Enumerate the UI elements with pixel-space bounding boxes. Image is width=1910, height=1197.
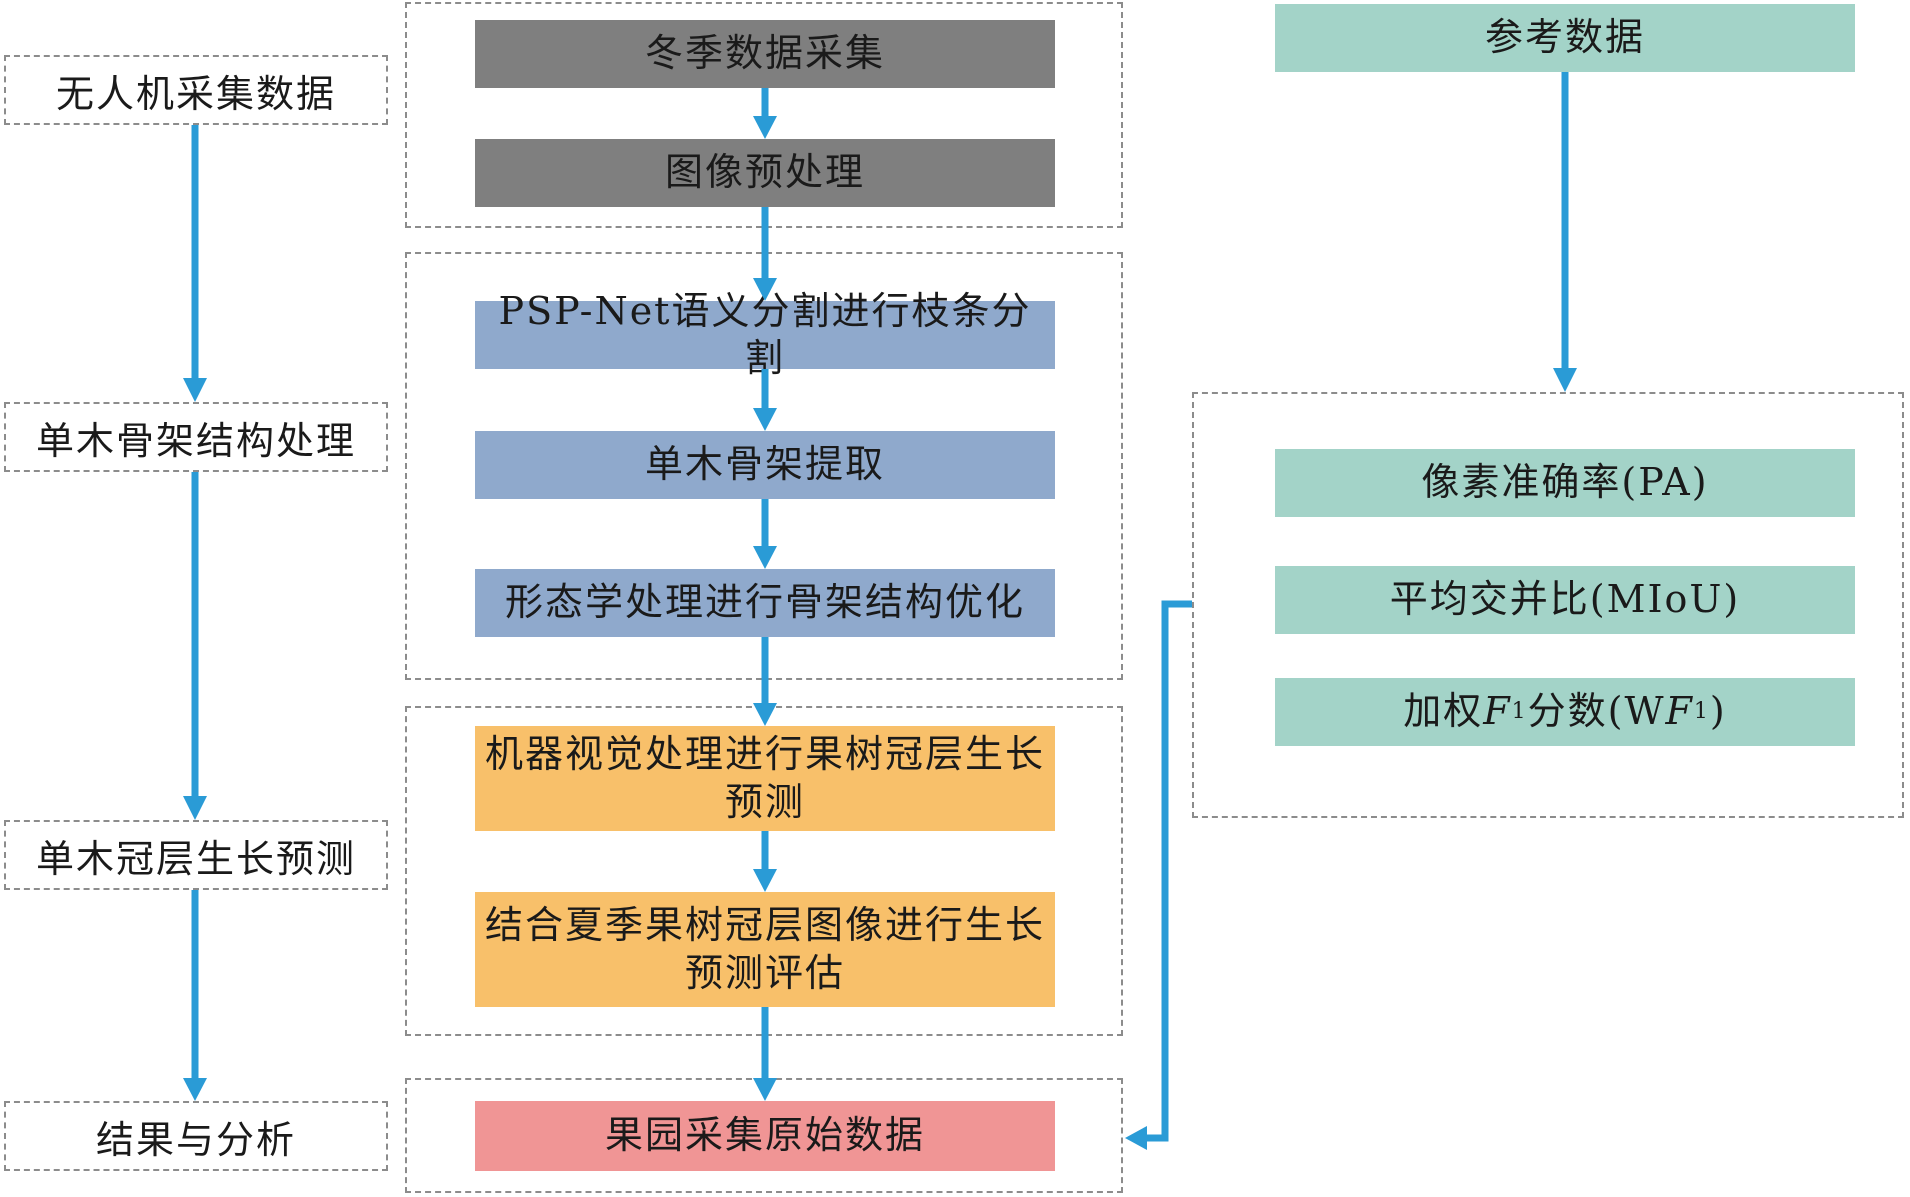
pa-box: 像素准确率(PA) xyxy=(1275,449,1855,517)
skeleton-extract-box: 单木骨架提取 xyxy=(475,431,1055,499)
wf1-mid: 分数(W xyxy=(1527,689,1666,734)
vision-predict-line1: 机器视觉处理进行果树冠层生长 xyxy=(485,732,1046,776)
winter-collect-box: 冬季数据采集 xyxy=(475,20,1055,88)
wf1-suffix: ) xyxy=(1709,689,1727,734)
vision-predict-box: 机器视觉处理进行果树冠层生长 预测 xyxy=(475,726,1055,831)
summer-eval-line2: 预测评估 xyxy=(684,950,845,995)
wf1-f: F xyxy=(1483,689,1512,734)
arrow-metrics-to-orchard xyxy=(1145,600,1192,1142)
stage-skeleton-label: 单木骨架结构处理 xyxy=(4,402,388,472)
morphology-box: 形态学处理进行骨架结构优化 xyxy=(475,569,1055,637)
vision-predict-line2: 预测 xyxy=(724,779,805,824)
wf1-prefix: 加权 xyxy=(1403,689,1484,734)
miou-box: 平均交并比(MIoU) xyxy=(1275,566,1855,634)
summer-eval-line1: 结合夏季果树冠层图像进行生长 xyxy=(485,903,1046,947)
orchard-raw-box: 果园采集原始数据 xyxy=(475,1101,1055,1171)
wf1-sub2: 1 xyxy=(1693,699,1710,725)
wf1-f2: F xyxy=(1665,689,1694,734)
stage-result-label: 结果与分析 xyxy=(4,1101,388,1171)
stage-uav-label: 无人机采集数据 xyxy=(4,55,388,125)
stage-canopy-label: 单木冠层生长预测 xyxy=(4,820,388,890)
group-metrics xyxy=(1192,392,1904,818)
wf1-sub: 1 xyxy=(1511,699,1528,725)
reference-title-box: 参考数据 xyxy=(1275,4,1855,72)
summer-eval-box: 结合夏季果树冠层图像进行生长 预测评估 xyxy=(475,892,1055,1007)
preprocess-box: 图像预处理 xyxy=(475,139,1055,207)
arrowheads xyxy=(183,116,1577,1150)
